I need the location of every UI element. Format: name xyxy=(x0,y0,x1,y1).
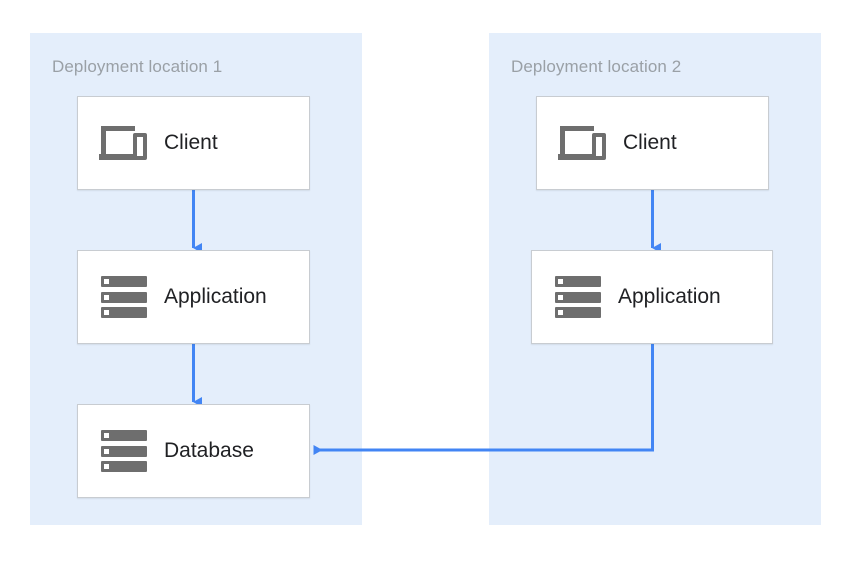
node-application-location-2[interactable]: Application xyxy=(531,250,773,344)
node-application-location-2-label: Application xyxy=(618,285,721,308)
server-stack-icon xyxy=(550,276,606,318)
server-stack-icon xyxy=(96,276,152,318)
client-devices-icon xyxy=(555,123,611,163)
node-client-location-1[interactable]: Client xyxy=(77,96,310,190)
node-client-location-2[interactable]: Client xyxy=(536,96,769,190)
client-devices-icon xyxy=(96,123,152,163)
node-client-location-2-label: Client xyxy=(623,131,677,154)
node-application-location-1[interactable]: Application xyxy=(77,250,310,344)
node-database-location-1[interactable]: Database xyxy=(77,404,310,498)
node-client-location-1-label: Client xyxy=(164,131,218,154)
node-application-location-1-label: Application xyxy=(164,285,267,308)
server-stack-icon xyxy=(96,430,152,472)
zone-1-title: Deployment location 1 xyxy=(52,57,223,76)
zone-2-title: Deployment location 2 xyxy=(511,57,682,76)
node-database-location-1-label: Database xyxy=(164,439,254,462)
